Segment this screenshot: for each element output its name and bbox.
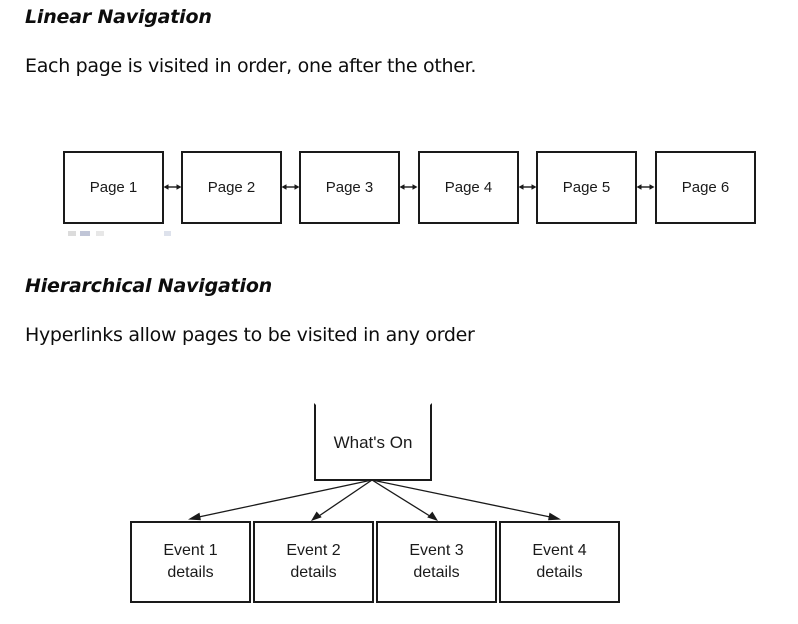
whats-on-label: What's On	[333, 432, 413, 452]
event-box-1-title: Event 1	[163, 542, 218, 559]
event-box-2-subtitle: details	[290, 564, 337, 581]
double-arrow-icon-2	[281, 184, 300, 190]
event-box-4[interactable]: Event 4 details	[499, 521, 620, 603]
linear-navigation-heading: Linear Navigation	[25, 6, 212, 28]
linear-navigation-description: Each page is visited in order, one after…	[25, 55, 477, 77]
cropped-artifact	[68, 231, 178, 236]
event-box-3-subtitle: details	[413, 564, 460, 581]
double-arrow-icon-5	[636, 184, 655, 190]
hierarchical-navigation-description: Hyperlinks allow pages to be visited in …	[25, 324, 475, 346]
event-box-2-title: Event 2	[286, 542, 341, 559]
double-arrow-icon-1	[163, 184, 182, 190]
hierarchy-connector-arrows	[188, 479, 561, 521]
event-box-4-title: Event 4	[532, 542, 587, 559]
double-arrow-icon-4	[518, 184, 537, 190]
event-box-3-title: Event 3	[409, 542, 464, 559]
event-box-1[interactable]: Event 1 details	[130, 521, 251, 603]
page-box-5[interactable]: Page 5	[536, 151, 637, 224]
page-box-1[interactable]: Page 1	[63, 151, 164, 224]
event-box-2[interactable]: Event 2 details	[253, 521, 374, 603]
hierarchical-navigation-heading: Hierarchical Navigation	[25, 275, 272, 297]
event-box-1-subtitle: details	[167, 564, 214, 581]
event-box-4-subtitle: details	[536, 564, 583, 581]
event-box-3[interactable]: Event 3 details	[376, 521, 497, 603]
double-arrow-icon-3	[399, 184, 418, 190]
